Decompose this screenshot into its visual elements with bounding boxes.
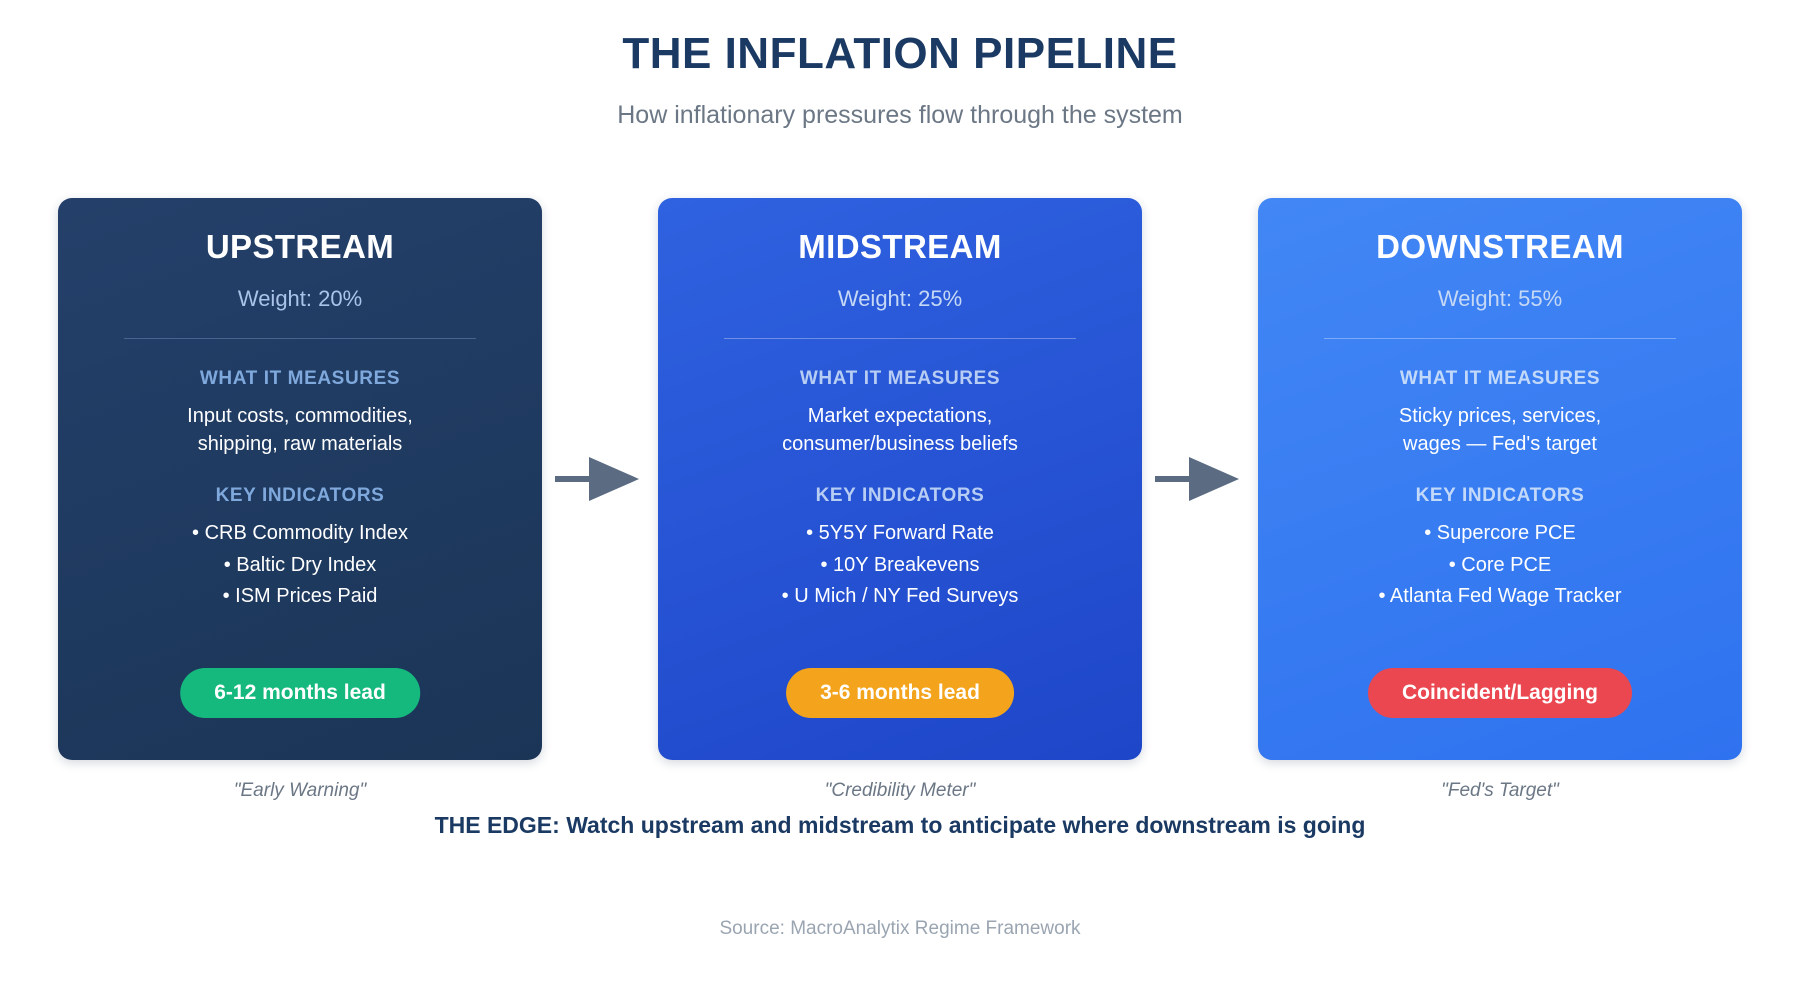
source-note: Source: MacroAnalytix Regime Framework [719,918,1081,939]
page-subtitle: How inflationary pressures flow through … [617,100,1183,129]
list-item: • 5Y5Y Forward Rate [806,522,994,545]
list-item: • Core PCE [1448,553,1552,576]
pipeline-row: UPSTREAM Weight: 20% WHAT IT MEASURES In… [58,198,1742,802]
indicators-label: KEY INDICATORS [1415,485,1585,507]
measures-text: Input costs, commodities, shipping, raw … [187,403,413,458]
lead-time-badge[interactable]: 3-6 months lead [786,668,1014,718]
measures-label: WHAT IT MEASURES [1399,368,1601,389]
arrow-right-icon [555,457,639,501]
card-divider [124,338,476,339]
stage-title: MIDSTREAM [798,228,1002,265]
stage-weight: Weight: 25% [837,286,963,311]
measures-line: Sticky prices, services, [1398,405,1602,427]
card-divider [724,338,1076,339]
stage-caption: "Early Warning" [233,780,367,801]
measures-text: Market expectations, consumer/business b… [782,403,1018,458]
stage-caption: "Fed's Target" [1441,780,1559,801]
measures-line: Market expectations, [807,405,993,427]
measures-label: WHAT IT MEASURES [799,368,1001,389]
list-item: • CRB Commodity Index [192,522,408,545]
indicator-list: • 5Y5Y Forward Rate • 10Y Breakevens • U… [782,518,1019,612]
stage-midstream: MIDSTREAM Weight: 25% WHAT IT MEASURES M… [658,198,1142,802]
stage-card-upstream[interactable]: UPSTREAM Weight: 20% WHAT IT MEASURES In… [58,198,542,760]
indicator-list: • Supercore PCE • Core PCE • Atlanta Fed… [1378,518,1621,612]
indicators-label: KEY INDICATORS [215,485,385,507]
stage-caption: "Credibility Meter" [824,780,976,801]
stage-title: UPSTREAM [205,228,395,265]
lead-time-badge[interactable]: 6-12 months lead [180,668,420,718]
stage-title: DOWNSTREAM [1376,228,1624,265]
stage-weight: Weight: 20% [237,286,363,311]
list-item: • Atlanta Fed Wage Tracker [1378,584,1622,607]
list-item: • Baltic Dry Index [223,553,377,576]
measures-line: Input costs, commodities, [187,405,413,427]
stage-downstream: DOWNSTREAM Weight: 55% WHAT IT MEASURES … [1258,198,1742,802]
page-title: THE INFLATION PIPELINE [622,29,1178,78]
stage-upstream: UPSTREAM Weight: 20% WHAT IT MEASURES In… [58,198,542,802]
list-item: • Supercore PCE [1424,522,1576,545]
connector-midstream-to-downstream [1150,198,1250,760]
measures-label: WHAT IT MEASURES [199,368,401,389]
measures-line: consumer/business beliefs [782,432,1018,455]
list-item: • U Mich / NY Fed Surveys [781,584,1019,607]
indicators-label: KEY INDICATORS [815,485,985,507]
edge-note: THE EDGE: Watch upstream and midstream t… [434,812,1366,838]
connector-upstream-to-midstream [550,198,650,760]
measures-line: wages — Fed's target [1403,432,1597,455]
list-item: • 10Y Breakevens [820,553,980,576]
stage-card-midstream[interactable]: MIDSTREAM Weight: 25% WHAT IT MEASURES M… [658,198,1142,760]
page-header: THE INFLATION PIPELINE How inflationary … [0,0,1800,130]
card-divider [1324,338,1676,339]
lead-time-badge[interactable]: Coincident/Lagging [1368,668,1632,718]
stage-weight: Weight: 55% [1437,286,1563,311]
measures-line: shipping, raw materials [197,432,403,455]
measures-text: Sticky prices, services, wages — Fed's t… [1399,403,1601,458]
stage-card-downstream[interactable]: DOWNSTREAM Weight: 55% WHAT IT MEASURES … [1258,198,1742,760]
indicator-list: • CRB Commodity Index • Baltic Dry Index… [192,518,408,612]
list-item: • ISM Prices Paid [222,584,378,607]
arrow-right-icon [1155,457,1239,501]
